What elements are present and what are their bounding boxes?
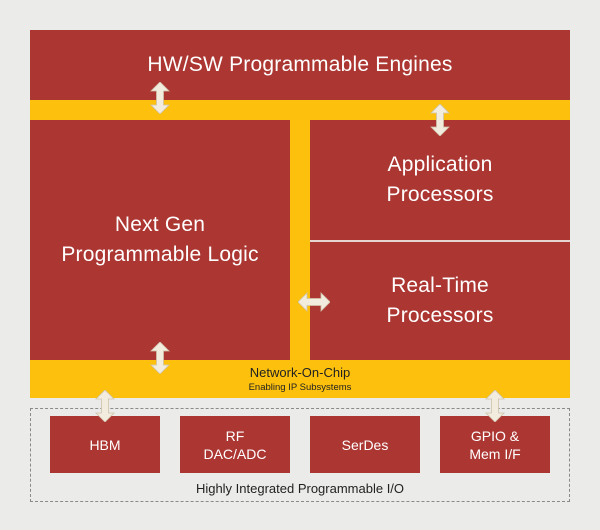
realtime-processors-block: Real-Time Processors <box>310 242 570 360</box>
programmable-io-region <box>30 408 570 502</box>
noc-gpio-arrow-icon <box>485 390 505 422</box>
processor-divider <box>310 240 570 242</box>
programmable-logic-label: Next Gen Programmable Logic <box>61 213 259 266</box>
io-block-hbm-label: HBM <box>89 436 121 453</box>
logic-noc-arrow-icon <box>150 342 170 374</box>
engines-app-arrow-icon <box>430 104 450 136</box>
hw-sw-engines-label: HW/SW Programmable Engines <box>147 53 453 76</box>
noc-subtitle-text: Enabling IP Subsystems <box>248 381 352 393</box>
realtime-processors-label: Real-Time Processors <box>386 274 494 327</box>
io-block-serdes-label: SerDes <box>341 436 389 453</box>
io-block-hbm: HBM <box>50 416 160 473</box>
noc-subtitle: Enabling IP Subsystems <box>200 381 400 393</box>
io-block-rf-label: RF DAC/ADC <box>203 427 267 462</box>
application-processors-block: Application Processors <box>310 120 570 240</box>
hw-sw-engines-block: HW/SW Programmable Engines <box>30 30 570 100</box>
noc-title: Network-On-Chip <box>200 364 400 380</box>
noc-realtime-arrow-icon <box>298 292 330 312</box>
io-caption: Highly Integrated Programmable I/O <box>30 478 570 498</box>
engines-logic-arrow-icon <box>150 82 170 114</box>
application-processors-label: Application Processors <box>386 153 494 206</box>
noc-hbm-arrow-icon <box>95 390 115 422</box>
io-block-gpio-label: GPIO & Mem I/F <box>469 427 521 462</box>
io-caption-text: Highly Integrated Programmable I/O <box>195 480 405 496</box>
noc-band <box>30 360 570 398</box>
io-block-rf-dac-adc: RF DAC/ADC <box>180 416 290 473</box>
noc-title-text: Network-On-Chip <box>249 364 351 380</box>
programmable-logic-block: Next Gen Programmable Logic <box>30 120 290 360</box>
io-block-gpio: GPIO & Mem I/F <box>440 416 550 473</box>
io-block-serdes: SerDes <box>310 416 420 473</box>
noc-vertical-bus <box>290 110 310 370</box>
